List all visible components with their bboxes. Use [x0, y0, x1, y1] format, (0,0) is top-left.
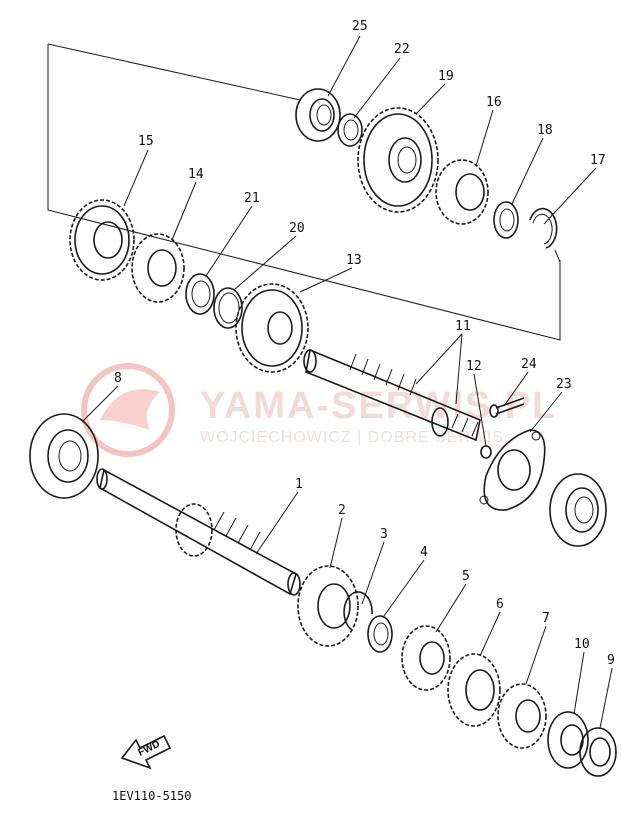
callout-12: 12 [466, 359, 482, 374]
callout-15: 15 [138, 134, 154, 149]
callout-4: 4 [420, 545, 428, 560]
diagram-code: 1EV110-5150 [112, 789, 191, 803]
watermark: YAMA-SERWIS.PL WOJCIECHOWICZ | DOBRE SER… [81, 363, 555, 457]
washer-21 [185, 273, 215, 315]
callout-2: 2 [338, 503, 346, 518]
gear-14 [131, 233, 185, 303]
gear-7 [497, 683, 547, 749]
gear-15 [69, 199, 135, 281]
washer-4 [367, 615, 393, 653]
callout-25: 25 [352, 19, 368, 34]
bearing-25 [295, 88, 341, 142]
callout-9: 9 [607, 653, 615, 668]
gear-13 [235, 283, 309, 373]
seal-9 [579, 727, 617, 777]
mainshaft-1 [96, 468, 301, 596]
callout-3: 3 [380, 527, 388, 542]
callout-24: 24 [521, 357, 537, 372]
gear-5 [401, 625, 451, 691]
callout-21: 21 [244, 191, 260, 206]
fwd-label: FWD [136, 739, 161, 759]
gear-2 [297, 565, 359, 647]
watermark-subtitle: WOJCIECHOWICZ | DOBRE SERWIS [200, 429, 504, 446]
circlip-20 [213, 287, 243, 329]
callout-6: 6 [496, 597, 504, 612]
callout-14: 14 [188, 167, 204, 182]
gear-6 [447, 653, 501, 727]
callout-13: 13 [346, 253, 362, 268]
callout-23: 23 [556, 377, 572, 392]
bearing-8 [29, 413, 99, 499]
plate-23 [479, 429, 546, 511]
pin-12 [480, 445, 492, 459]
circlip-17 [529, 207, 558, 249]
forward-arrow-icon: FWD [120, 734, 172, 770]
gear-16 [435, 159, 489, 225]
callout-1: 1 [295, 477, 303, 492]
washer-22 [337, 113, 363, 147]
countershaft-11 [303, 348, 481, 442]
leader-lines [81, 35, 613, 729]
callout-7: 7 [542, 611, 550, 626]
callout-8: 8 [114, 371, 122, 386]
callout-20: 20 [289, 221, 305, 236]
circlip-3 [343, 591, 373, 631]
callout-10: 10 [574, 637, 590, 652]
callout-16: 16 [486, 95, 502, 110]
countershaft-group-frame [47, 43, 561, 341]
watermark-logo-icon [81, 363, 175, 457]
screw-24 [489, 397, 525, 418]
callout-11: 11 [455, 319, 471, 334]
callout-19: 19 [438, 69, 454, 84]
callout-18: 18 [537, 123, 553, 138]
callout-17: 17 [590, 153, 606, 168]
washer-18 [493, 201, 519, 239]
callout-5: 5 [462, 569, 470, 584]
callouts: 25 22 19 16 18 17 15 14 21 20 13 11 12 2… [114, 19, 615, 668]
callout-22: 22 [394, 42, 410, 57]
bearing-right [549, 473, 607, 547]
gear-19 [357, 107, 439, 213]
